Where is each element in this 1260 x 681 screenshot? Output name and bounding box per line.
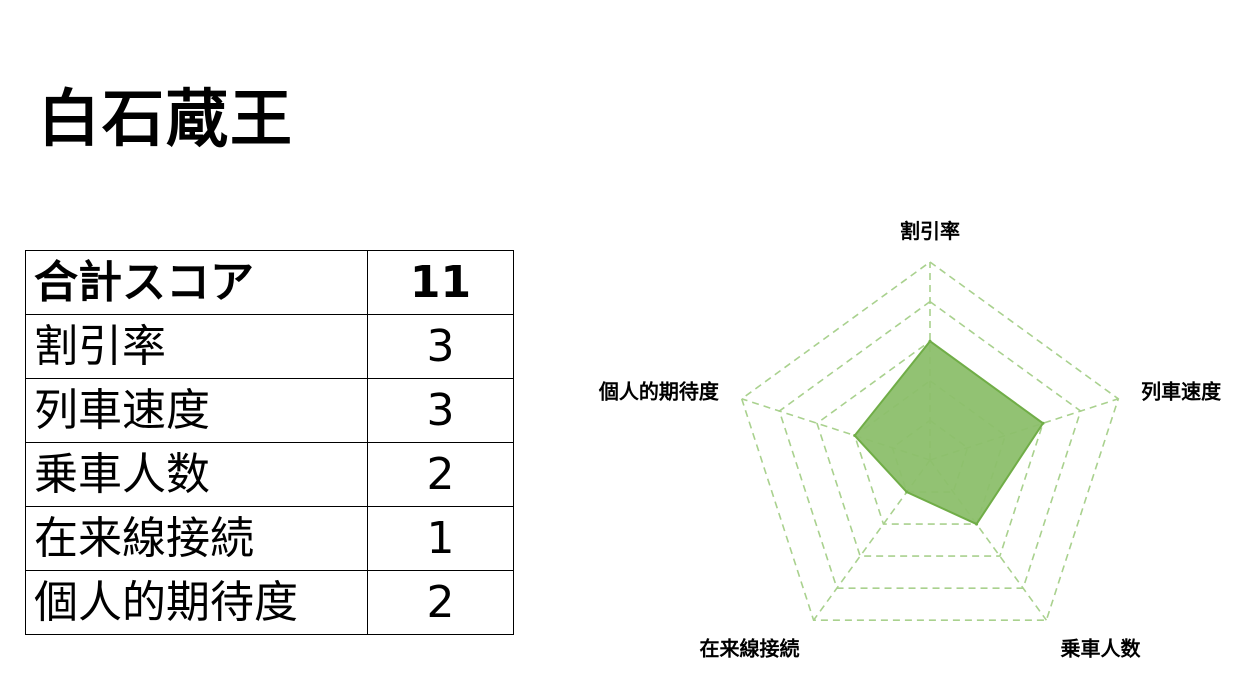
radar-spoke	[929, 459, 1048, 621]
row-label: 個人的期待度	[25, 570, 368, 635]
radar-data-point	[853, 434, 857, 438]
row-value: 1	[367, 506, 514, 571]
table-row: 個人的期待度 2	[25, 570, 514, 635]
score-table: 合計スコア 11 割引率 3 列車速度 3 乗車人数 2 在来線接続 1 個人的…	[25, 250, 514, 635]
total-score-value: 11	[367, 250, 514, 315]
radar-data-area	[853, 339, 1045, 526]
radar-axis-label: 乗車人数	[1060, 637, 1141, 661]
table-row: 在来線接続 1	[25, 506, 514, 571]
row-label: 乗車人数	[25, 442, 368, 507]
radar-data-point	[1041, 421, 1045, 425]
row-label: 在来線接続	[25, 506, 368, 571]
radar-grid-ring	[740, 261, 1120, 621]
radar-grid-ring	[816, 340, 1044, 557]
table-row: 列車速度 3	[25, 378, 514, 443]
row-value: 2	[367, 570, 514, 635]
row-label: 割引率	[25, 314, 368, 379]
radar-spoke	[741, 398, 931, 461]
page-title: 白石蔵王	[38, 82, 295, 155]
radar-spoke	[812, 459, 931, 621]
row-label: 列車速度	[25, 378, 368, 443]
table-row: 割引率 3	[25, 314, 514, 379]
table-row: 乗車人数 2	[25, 442, 514, 507]
radar-data-point	[905, 490, 909, 494]
row-value: 2	[367, 442, 514, 507]
radar-data-point	[975, 522, 979, 526]
table-row-total: 合計スコア 11	[25, 250, 514, 315]
total-score-label: 合計スコア	[25, 250, 368, 315]
radar-axis-label: 個人的期待度	[598, 379, 720, 403]
row-value: 3	[367, 378, 514, 443]
radar-axis-label: 在来線接続	[700, 637, 800, 661]
row-value: 3	[367, 314, 514, 379]
radar-axis-label: 列車速度	[1141, 379, 1222, 403]
radar-axis-label: 割引率	[900, 219, 960, 243]
radar-data-point	[928, 339, 932, 343]
